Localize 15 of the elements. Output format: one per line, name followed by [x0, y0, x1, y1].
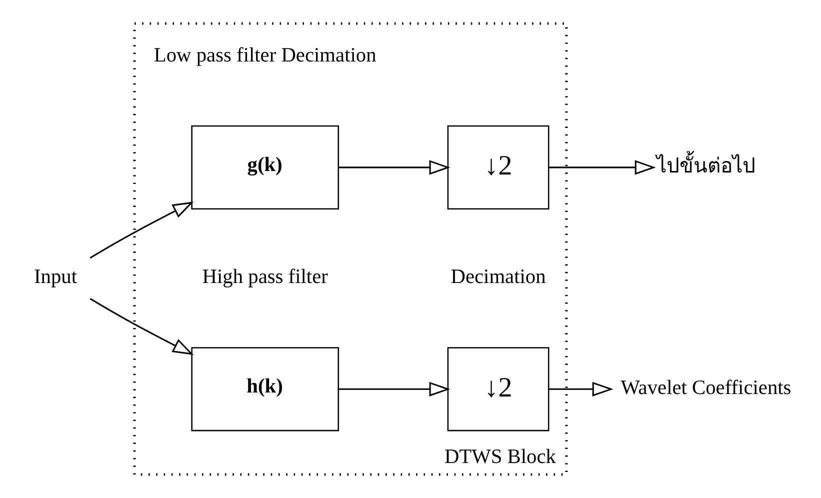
node-box: h(k)	[190, 347, 338, 432]
node-text: Wavelet Coefficients	[620, 377, 791, 400]
node-box: g(k)	[190, 125, 338, 210]
arrow	[338, 160, 450, 175]
arrow	[548, 160, 656, 175]
arrow	[338, 382, 450, 396]
arrow	[89, 298, 194, 355]
arrow	[548, 382, 613, 396]
node-box: ↓2	[446, 347, 549, 432]
label: Low pass filter Decimation	[153, 44, 376, 66]
arrow	[89, 202, 194, 259]
node-text: Input	[33, 266, 77, 288]
node-box: ↓2	[446, 125, 549, 210]
label: Decimation	[450, 266, 546, 288]
label: High pass filter	[202, 266, 328, 288]
